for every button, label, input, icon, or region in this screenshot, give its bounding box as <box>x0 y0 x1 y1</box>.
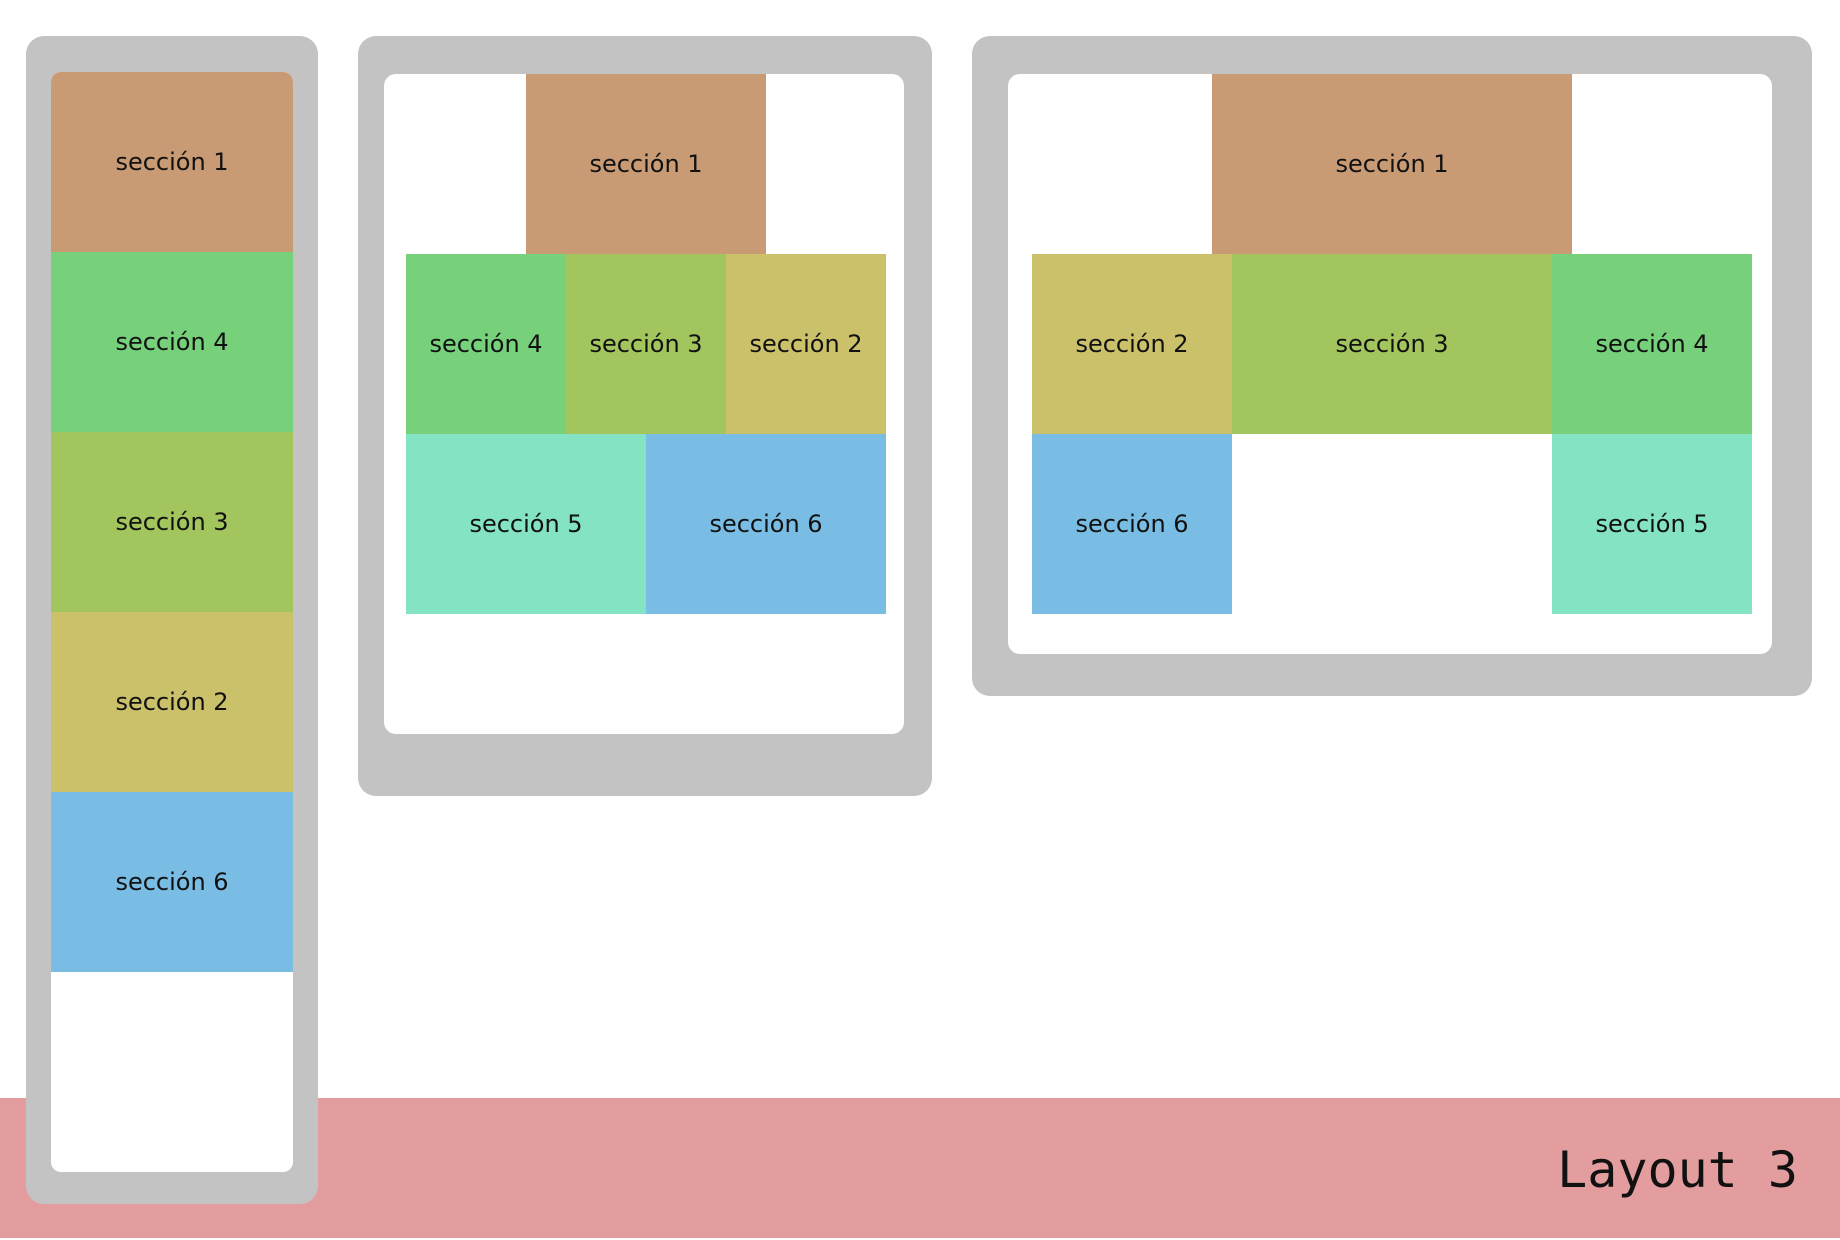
desktop-seccion-3: sección 3 <box>1232 254 1552 434</box>
tablet-seccion-2: sección 2 <box>726 254 886 434</box>
tablet-seccion-1: sección 1 <box>526 74 766 254</box>
tablet-seccion-5: sección 5 <box>406 434 646 614</box>
mobile-seccion-3: sección 3 <box>51 432 293 612</box>
mobile-seccion-2: sección 2 <box>51 612 293 792</box>
layout-title: Layout 3 <box>1557 1141 1798 1199</box>
mobile-device-frame: sección 1 sección 4 sección 3 sección 2 … <box>26 36 318 1204</box>
desktop-screen: sección 1 sección 2 sección 3 sección 4 … <box>1008 74 1772 654</box>
mobile-seccion-1: sección 1 <box>51 72 293 252</box>
desktop-seccion-1: sección 1 <box>1212 74 1572 254</box>
desktop-seccion-4: sección 4 <box>1552 254 1752 434</box>
desktop-device-frame: sección 1 sección 2 sección 3 sección 4 … <box>972 36 1812 696</box>
desktop-seccion-2: sección 2 <box>1032 254 1232 434</box>
tablet-screen: sección 1 sección 4 sección 3 sección 2 … <box>384 74 904 734</box>
tablet-seccion-6: sección 6 <box>646 434 886 614</box>
tablet-seccion-3: sección 3 <box>566 254 726 434</box>
desktop-seccion-5: sección 5 <box>1552 434 1752 614</box>
tablet-device-frame: sección 1 sección 4 sección 3 sección 2 … <box>358 36 932 796</box>
desktop-seccion-6: sección 6 <box>1032 434 1232 614</box>
mobile-seccion-4: sección 4 <box>51 252 293 432</box>
mobile-screen: sección 1 sección 4 sección 3 sección 2 … <box>51 72 293 1172</box>
mobile-seccion-6: sección 6 <box>51 792 293 972</box>
tablet-seccion-4: sección 4 <box>406 254 566 434</box>
